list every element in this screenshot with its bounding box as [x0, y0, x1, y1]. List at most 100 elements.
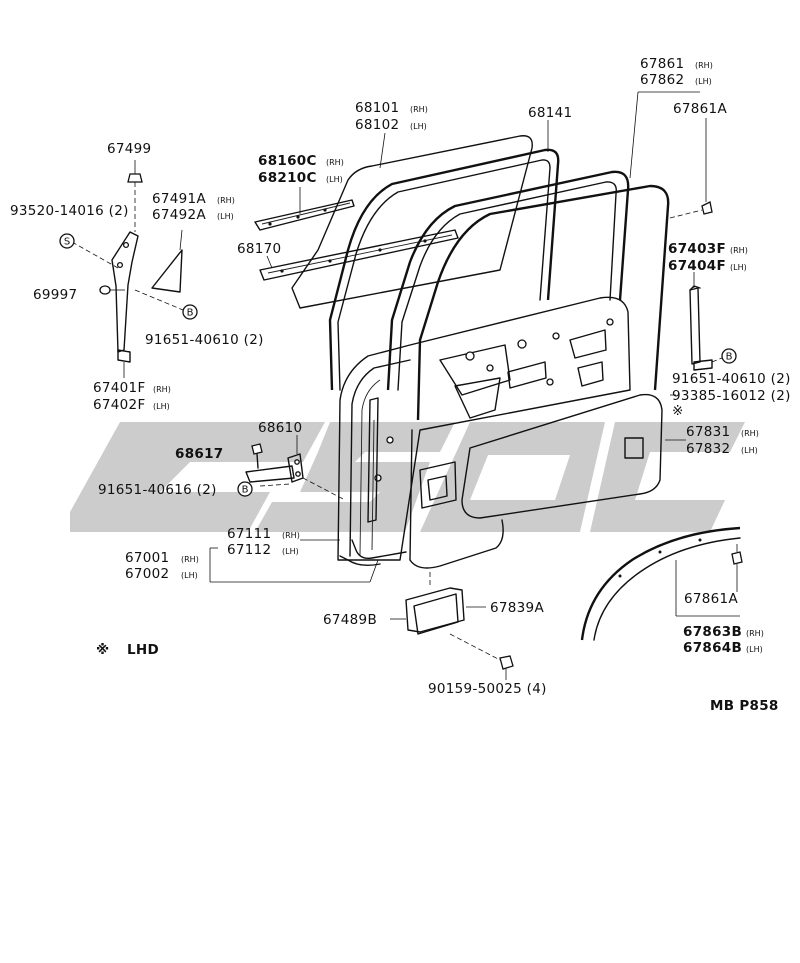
outer-weatherstrip-68160c	[254, 187, 355, 231]
svg-text:B: B	[187, 308, 194, 319]
svg-text:(LH): (LH)	[217, 212, 234, 221]
lhd-mark-93385: ※	[672, 403, 684, 419]
svg-text:(LH): (LH)	[695, 77, 712, 86]
label-69997: 69997	[33, 287, 77, 303]
service-cover-67839a	[390, 572, 501, 661]
svg-text:68160C: 68160C	[258, 153, 317, 169]
channel-67401f	[111, 231, 139, 353]
svg-text:(RH): (RH)	[695, 61, 713, 70]
svg-text:(RH): (RH)	[217, 196, 235, 205]
callout-b-hinge	[237, 481, 253, 497]
label-68160c: 68160C (RH)	[258, 153, 344, 169]
label-67861a-top: 67861A	[673, 101, 727, 117]
washer-69997	[99, 285, 111, 295]
belt-weatherstrip-67863b	[580, 526, 741, 641]
watermark-letter-s	[255, 422, 455, 532]
door-glass-68101	[291, 132, 533, 309]
inner-weatherstrip-68170	[259, 229, 459, 281]
label-67112: 67112 (LH)	[227, 542, 299, 558]
label-90159: 90159-50025 (4)	[428, 681, 547, 697]
svg-text:(RH): (RH)	[741, 429, 759, 438]
label-68101: 68101 (RH)	[355, 100, 428, 116]
svg-text:(LH): (LH)	[153, 402, 170, 411]
svg-text:S: S	[64, 237, 70, 248]
callout-b-right	[721, 348, 737, 364]
svg-text:(LH): (LH)	[741, 446, 758, 455]
label-93520: 93520-14016 (2)	[10, 203, 129, 219]
svg-text:※: ※	[96, 642, 109, 658]
label-67863b: 67863B (RH)	[683, 624, 764, 640]
door-frame-sash	[386, 170, 630, 391]
label-67832: 67832 (LH)	[686, 441, 758, 457]
rear-channel-assembly: S B	[59, 160, 198, 378]
label-67489b: 67489B	[323, 612, 377, 628]
label-67403f: 67403F (RH)	[668, 241, 748, 257]
hinge-68610	[245, 435, 346, 501]
svg-text:67403F: 67403F	[668, 241, 726, 257]
bracket-67001	[209, 547, 379, 583]
svg-text:68102: 68102	[355, 117, 399, 133]
svg-text:67112: 67112	[227, 542, 271, 558]
svg-text:67111: 67111	[227, 526, 271, 542]
label-67839a: 67839A	[490, 600, 544, 616]
svg-text:67832: 67832	[686, 441, 730, 457]
door-trim-67831	[461, 393, 686, 519]
svg-text:67864B: 67864B	[683, 640, 742, 656]
hinge-pin-68617	[251, 443, 263, 469]
label-93385: 93385-16012 (2)	[672, 388, 791, 404]
svg-text:67491A: 67491A	[152, 191, 206, 207]
label-67404f: 67404F (LH)	[668, 258, 747, 274]
svg-text:67863B: 67863B	[683, 624, 742, 640]
label-67862: 67862 (LH)	[640, 72, 712, 88]
svg-text:(LH): (LH)	[730, 263, 747, 272]
label-68610: 68610	[258, 420, 302, 436]
diagram-code: MB P858	[710, 698, 779, 714]
svg-text:67002: 67002	[125, 566, 169, 582]
label-91651-a: 91651-40610 (2)	[145, 332, 264, 348]
triangle-67491a	[151, 249, 183, 293]
rear-channel-67403f: B	[670, 272, 737, 396]
svg-text:67492A: 67492A	[152, 207, 206, 223]
callout-b-left	[182, 304, 198, 320]
label-67401f: 67401F (RH)	[93, 380, 171, 396]
watermark-letter-c2	[590, 422, 745, 532]
label-91651-b: 91651-40610 (2)	[672, 371, 791, 387]
label-67499: 67499	[107, 141, 151, 157]
label-68170: 68170	[237, 241, 281, 257]
door-panel-67001	[337, 296, 631, 561]
label-67864b: 67864B (LH)	[683, 640, 763, 656]
clip-67861a-bot	[731, 544, 743, 592]
label-67001: 67001 (RH)	[125, 550, 199, 566]
door-weatherstrip-67861	[409, 91, 700, 569]
svg-text:68101: 68101	[355, 100, 399, 116]
label-91651-c: 91651-40616 (2)	[98, 482, 217, 498]
svg-text:67402F: 67402F	[93, 397, 146, 413]
label-68102: 68102 (LH)	[355, 117, 427, 133]
label-67111: 67111 (RH)	[227, 526, 300, 542]
screw-90159	[499, 655, 514, 680]
label-67861a-bot: 67861A	[684, 591, 738, 607]
svg-text:(RH): (RH)	[153, 385, 171, 394]
svg-text:67401F: 67401F	[93, 380, 146, 396]
label-68141: 68141	[528, 105, 572, 121]
svg-text:67861: 67861	[640, 56, 684, 72]
label-67861: 67861 (RH)	[640, 56, 713, 72]
svg-text:(LH): (LH)	[410, 122, 427, 131]
svg-text:(RH): (RH)	[282, 531, 300, 540]
grommet-67499	[127, 173, 143, 183]
svg-text:B: B	[726, 352, 733, 363]
svg-text:(LH): (LH)	[282, 547, 299, 556]
glass-run-68141	[328, 120, 560, 391]
svg-text:68210C: 68210C	[258, 170, 317, 186]
svg-text:(LH): (LH)	[326, 175, 343, 184]
svg-text:(RH): (RH)	[746, 629, 764, 638]
label-67492a: 67492A (LH)	[152, 207, 234, 223]
label-67002: 67002 (LH)	[125, 566, 198, 582]
legend-lhd: ※ LHD	[96, 642, 159, 658]
svg-text:(RH): (RH)	[326, 158, 344, 167]
svg-text:B: B	[242, 485, 249, 496]
callout-s-left	[59, 233, 75, 249]
label-67402f: 67402F (LH)	[93, 397, 170, 413]
